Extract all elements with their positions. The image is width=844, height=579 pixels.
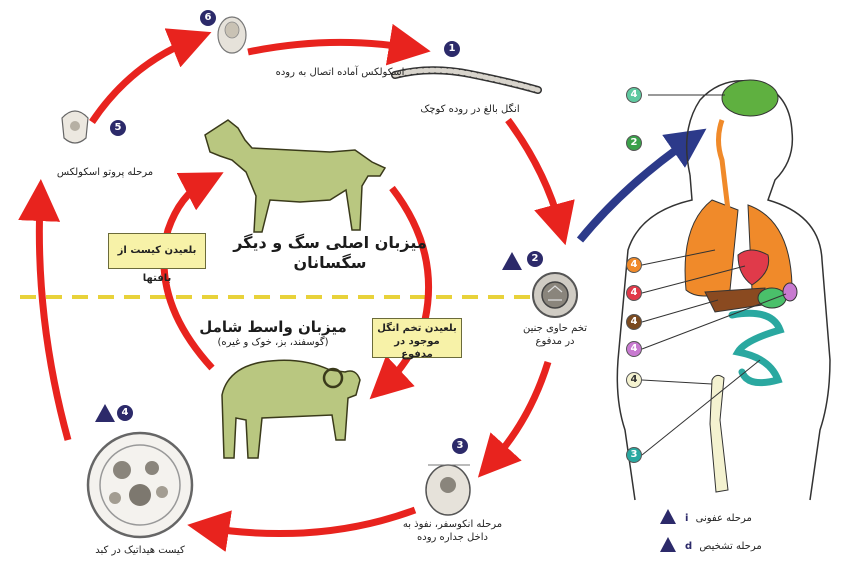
organ-badge-2: 2 <box>626 135 642 151</box>
brain-organ <box>722 80 778 116</box>
organ-badge-bone: 4 <box>626 372 642 388</box>
legend-diagnostic-label: مرحله تشخیص <box>699 541 761 552</box>
stage-5-badge: 5 <box>110 120 126 136</box>
legend-infective: مرحله عفونی i <box>685 513 752 524</box>
organ-badge-intestine: 3 <box>626 447 642 463</box>
hydatid-cyst-icon <box>88 433 192 537</box>
stage-1-badge: 1 <box>444 41 460 57</box>
diagnostic-marker-stage4-icon <box>95 404 115 422</box>
egg-icon <box>533 273 577 317</box>
trachea-organ <box>719 120 729 210</box>
organ-badge-heart: 4 <box>626 285 642 301</box>
stage-3-label-line2: داخل جداره روده <box>385 531 520 544</box>
stage-6-badge: 6 <box>200 10 216 26</box>
arrow-3-to-4 <box>208 510 415 534</box>
oncosphere-icon <box>426 465 470 515</box>
arrow-2-to-3 <box>492 362 548 462</box>
infective-stage-marker-icon <box>660 509 676 524</box>
intermediate-host-line1: میزبان واسط شامل <box>178 318 368 337</box>
definitive-host-line2: سگسانان <box>230 253 430 273</box>
dog-icon <box>205 120 385 232</box>
intestine-organ <box>732 313 780 382</box>
stage-3-label: مرحله انکوسفر، نفوذ به داخل جداره روده <box>385 518 520 544</box>
diagnostic-marker-stage2-icon <box>502 252 522 270</box>
intermediate-host-label: میزبان واسط شامل (گوسفند، بز، خوک و غیره… <box>178 318 368 349</box>
definitive-host-label: میزبان اصلی سگ و دیگر سگسانان <box>230 233 430 273</box>
organ-badge-lung: 4 <box>626 257 642 273</box>
stage-3-label-line1: مرحله انکوسفر، نفوذ به <box>385 518 520 531</box>
organ-badge-liver: 4 <box>626 314 642 330</box>
stage-2-label-line2: در مدفوع <box>510 335 600 348</box>
ingest-cyst-box: بلعیدن کیست از بافتها <box>108 233 206 269</box>
lung-left-organ <box>685 200 738 296</box>
arrow-4-to-5 <box>39 200 68 440</box>
human-figure-icon <box>617 80 830 500</box>
legend-infective-label: مرحله عفونی <box>696 513 752 524</box>
sheep-icon <box>222 360 360 458</box>
ingest-egg-line2: موجود در مدفوع <box>377 335 457 361</box>
diagnostic-stage-marker-icon <box>660 537 676 552</box>
stage-2-label-line1: تخم حاوی جنین <box>510 322 600 335</box>
intermediate-host-line2: (گوسفند، بز، خوک و غیره) <box>178 337 368 350</box>
stage-1-label: انگل بالغ در روده کوچک <box>400 103 540 116</box>
stage-2-badge: 2 <box>527 251 543 267</box>
scolex-icon <box>218 17 246 53</box>
arrow-5-to-6 <box>92 40 192 122</box>
spleen-organ <box>783 283 797 301</box>
legend-diagnostic-marker: d <box>685 541 692 552</box>
stage-6-label: اسکولکس آماده اتصال به روده <box>255 66 425 79</box>
stage-2-label: تخم حاوی جنین در مدفوع <box>510 322 600 348</box>
arrow-to-human <box>580 140 690 240</box>
organ-badge-spleen: 4 <box>626 341 642 357</box>
legend-infective-marker: i <box>685 513 688 524</box>
arrow-1-to-2 <box>508 120 560 225</box>
arrow-6-to-1 <box>248 42 410 52</box>
protoscolex-icon <box>62 111 88 143</box>
stage-4-badge: 4 <box>117 405 133 421</box>
stage-3-badge: 3 <box>452 438 468 454</box>
liver-organ <box>705 288 765 312</box>
ingest-egg-line1: بلعیدن تخم انگل <box>377 322 457 335</box>
organ-badge-brain: 4 <box>626 87 642 103</box>
legend-diagnostic: مرحله تشخیص d <box>685 541 762 552</box>
definitive-host-line1: میزبان اصلی سگ و دیگر <box>230 233 430 253</box>
ingest-egg-box: بلعیدن تخم انگل موجود در مدفوع <box>372 318 462 358</box>
stomach-organ <box>758 288 786 308</box>
stage-5-label: مرحله پروتو اسکولکس <box>40 166 170 179</box>
stage-4-label: کیست هیداتیک در کبد <box>60 544 220 557</box>
